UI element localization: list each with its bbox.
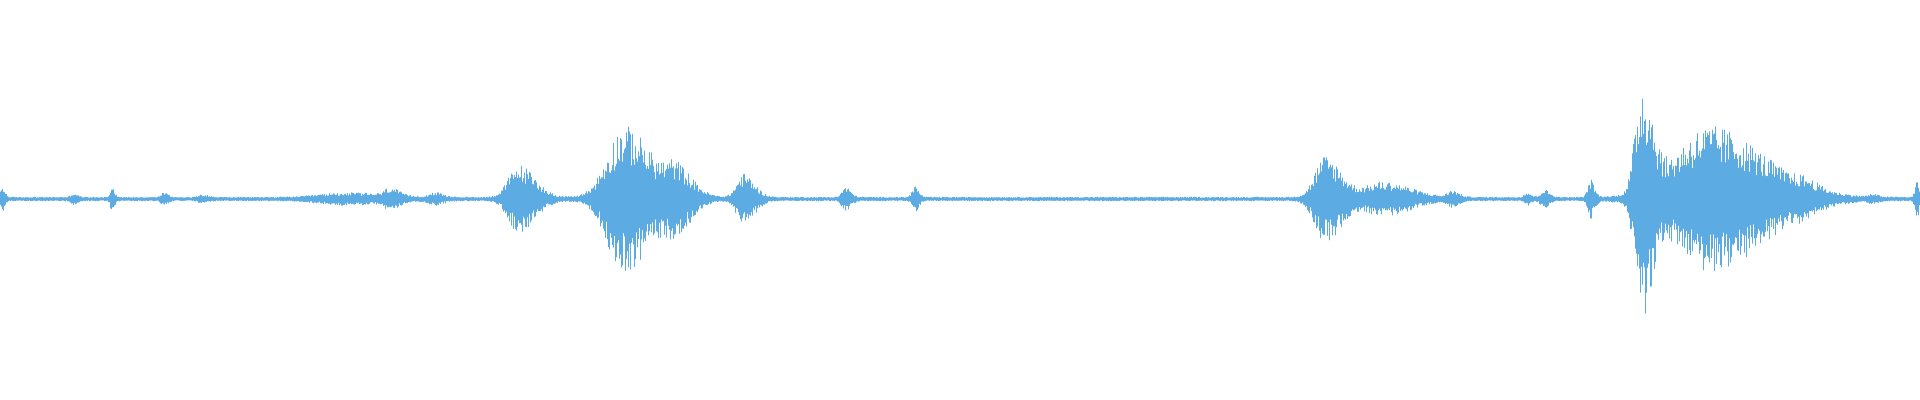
waveform-bars	[0, 98, 1920, 314]
waveform-path	[0, 98, 1920, 314]
